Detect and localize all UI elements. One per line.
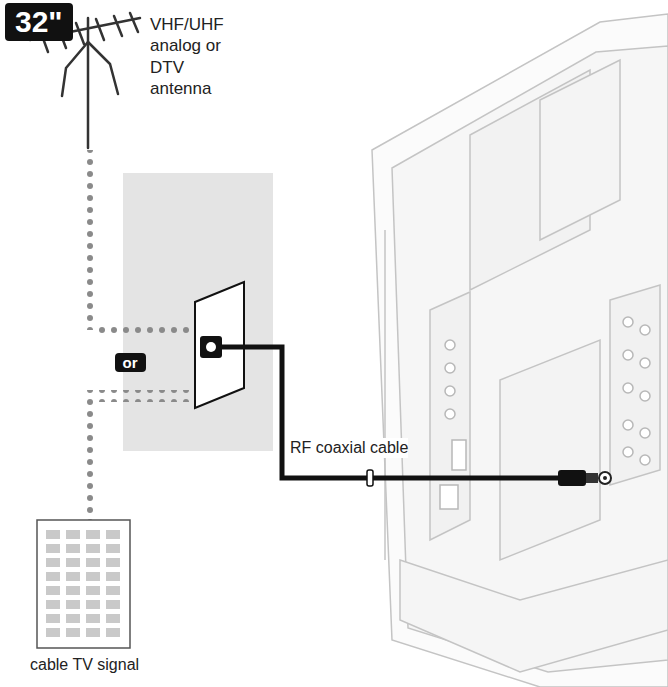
window (66, 544, 80, 553)
badge-text: or (123, 354, 138, 371)
building-symbol (37, 520, 130, 648)
window (86, 586, 100, 595)
signal-path (82, 150, 198, 522)
window (66, 600, 80, 609)
window (46, 572, 60, 581)
window (86, 558, 100, 567)
window (46, 558, 60, 567)
window (46, 600, 60, 609)
window (86, 572, 100, 581)
window (86, 614, 100, 623)
window (106, 530, 120, 539)
size-badge: 32" (5, 3, 73, 41)
window (86, 544, 100, 553)
window (106, 558, 120, 567)
window (86, 628, 100, 637)
or-badge: or (115, 353, 146, 372)
window (106, 586, 120, 595)
window (86, 530, 100, 539)
window (106, 544, 120, 553)
coaxial-cable (222, 347, 611, 486)
window (46, 586, 60, 595)
badge-text: 32" (15, 5, 63, 39)
source-label: cable TV signal (30, 655, 139, 675)
window (86, 600, 100, 609)
window (106, 600, 120, 609)
window (66, 614, 80, 623)
cable-label: RF coaxial cable (290, 438, 408, 458)
window (46, 628, 60, 637)
window (66, 586, 80, 595)
window (46, 544, 60, 553)
window (106, 628, 120, 637)
window (66, 572, 80, 581)
antenna-label: VHF/UHF analog or DTV antenna (150, 14, 246, 99)
wall-panel (123, 173, 273, 451)
window (46, 614, 60, 623)
tv-set (372, 14, 668, 687)
window (46, 530, 60, 539)
window (66, 628, 80, 637)
window (106, 614, 120, 623)
window (66, 558, 80, 567)
window (66, 530, 80, 539)
window (106, 572, 120, 581)
